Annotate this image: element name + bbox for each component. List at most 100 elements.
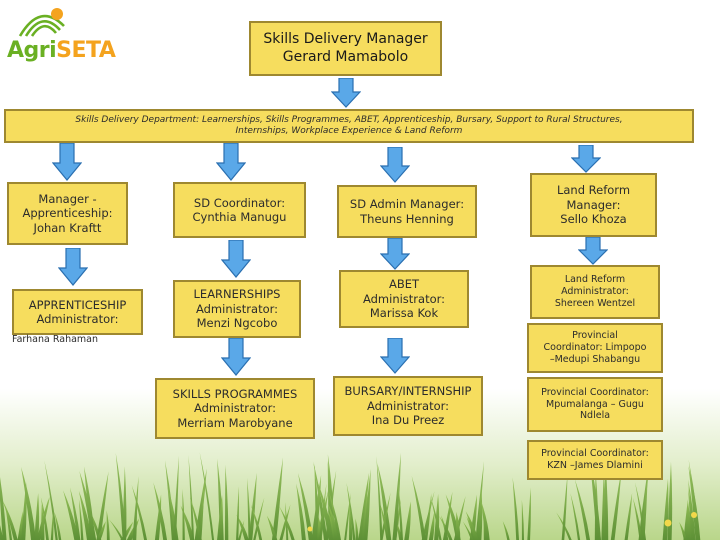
- mpumalanga-line-3: Ndlela: [579, 410, 611, 422]
- grass-blade: [574, 479, 591, 540]
- abet-admin-box: ABET Administrator: Marissa Kok: [339, 270, 469, 328]
- grass-blade: [380, 492, 391, 540]
- grass-blade: [182, 488, 185, 540]
- grass-blade: [108, 519, 124, 540]
- apprenticeship-manager-box: Manager - Apprenticeship: Johan Kraftt: [7, 182, 128, 245]
- grass-blade: [344, 492, 351, 540]
- grass-blade: [570, 493, 581, 540]
- land-reform-manager-line-3: Sello Khoza: [560, 212, 627, 227]
- agriseta-logo: AgriSETA: [4, 4, 116, 64]
- arrow-down-icon-col1-a: [52, 143, 82, 181]
- grass-blade: [377, 463, 392, 540]
- grass-blade: [224, 464, 229, 540]
- grass-blade: [455, 511, 461, 540]
- grass-blade: [296, 483, 306, 540]
- grass-blade: [236, 486, 239, 540]
- grass-blade: [481, 501, 490, 540]
- grass-blade: [392, 452, 402, 540]
- grass-blade: [476, 487, 483, 540]
- learnerships-admin-box: LEARNERSHIPS Administrator: Menzi Ngcobo: [173, 280, 301, 338]
- grass-blade: [272, 457, 284, 540]
- grass-blade: [44, 460, 58, 540]
- limpopo-line-3: –Medupi Shabangu: [549, 353, 641, 365]
- grass-blade: [131, 485, 148, 540]
- grass-blade: [349, 504, 353, 540]
- grass-blade: [106, 510, 110, 540]
- grass-blade: [404, 501, 411, 540]
- head-name: Gerard Mamabolo: [282, 48, 409, 65]
- grass-blade: [319, 483, 327, 540]
- skills-programmes-line-2: Administrator:: [193, 401, 277, 416]
- grass-blade: [250, 504, 263, 540]
- apprenticeship-manager-line-1: Manager -: [38, 191, 97, 206]
- grass-blade: [683, 500, 689, 540]
- head-title: Skills Delivery Manager: [263, 31, 428, 47]
- grass-blade: [328, 504, 340, 540]
- skills-programmes-admin-box: SKILLS PROGRAMMES Administrator: Merriam…: [155, 378, 315, 439]
- grass-blade: [376, 455, 383, 540]
- grass-blade: [253, 497, 265, 540]
- department-line-2: Internships, Workplace Experience & Land…: [235, 126, 463, 136]
- grass-blade: [132, 475, 139, 540]
- learnerships-admin-line-2: Administrator:: [195, 301, 279, 316]
- mpumalanga-line-1: Provincial Coordinator:: [541, 386, 649, 398]
- land-reform-manager-line-1: Land Reform: [556, 183, 631, 198]
- arrow-down-icon-col3-c: [380, 338, 410, 374]
- grass-blade: [297, 472, 314, 540]
- grass-blade: [601, 469, 606, 540]
- grass-blade: [428, 511, 435, 540]
- sd-admin-manager-line-1: SD Admin Manager:: [349, 197, 465, 212]
- grass-blade: [358, 472, 370, 540]
- grass-blade: [318, 483, 334, 540]
- grass-blade: [5, 504, 13, 540]
- land-reform-manager-line-2: Manager:: [566, 197, 621, 212]
- grass-blade: [247, 477, 251, 540]
- limpopo-line-2: Coordinator: Limpopo: [543, 342, 647, 354]
- grass-blade: [363, 468, 371, 540]
- arrow-down-icon-col2-b: [221, 240, 251, 278]
- grass-blade: [236, 514, 249, 540]
- grass-blade: [632, 497, 643, 540]
- arrow-down-icon-col3-a: [380, 147, 410, 183]
- grass-blade: [122, 466, 127, 540]
- bursary-admin-line-2: Administrator:: [366, 398, 450, 413]
- sd-coordinator-line-1: SD Coordinator:: [193, 195, 286, 210]
- grass-blade: [512, 477, 520, 540]
- grass-blade: [328, 491, 341, 540]
- grass-blade: [153, 482, 168, 540]
- grass-blade: [189, 497, 202, 540]
- arrow-down-icon-col2-c: [221, 338, 251, 376]
- grass-blade: [34, 493, 40, 540]
- grass-blade: [79, 471, 97, 540]
- apprenticeship-admin-line-1: APPRENTICESHIP: [28, 297, 127, 312]
- sd-admin-manager-box: SD Admin Manager: Theuns Henning: [337, 185, 477, 238]
- grass-blade: [50, 510, 54, 540]
- grass-blade: [248, 472, 257, 540]
- grass-blade: [199, 452, 215, 540]
- grass-blade: [379, 502, 390, 540]
- grass-blade: [40, 504, 45, 540]
- grass-blade: [475, 461, 485, 540]
- land-reform-manager-box: Land Reform Manager: Sello Khoza: [530, 173, 657, 237]
- grass-blade: [279, 504, 291, 540]
- grass-blade: [679, 521, 687, 540]
- logo-emblem-icon: [18, 8, 65, 37]
- abet-admin-line-2: Administrator:: [362, 291, 446, 306]
- skills-delivery-manager-box: Skills Delivery Manager Gerard Mamabolo: [249, 21, 442, 76]
- arrow-down-icon-col3-b: [380, 238, 410, 270]
- land-reform-admin-line-3: Shereen Wentzel: [554, 297, 636, 309]
- grass-blade: [355, 518, 359, 540]
- grass-blade: [63, 490, 79, 540]
- department-line-1: Skills Delivery Department: Learnerships…: [75, 114, 623, 125]
- grass-blade: [21, 466, 37, 540]
- logo-text-seta: SETA: [56, 38, 116, 63]
- abet-admin-line-3: Marissa Kok: [369, 306, 439, 321]
- arrow-down-icon-col1-b: [58, 248, 88, 286]
- limpopo-line-1: Provincial: [572, 330, 618, 342]
- mpumalanga-line-2: Mpumalanga – Gugu: [546, 398, 644, 410]
- grass-blade: [96, 471, 109, 540]
- apprenticeship-manager-line-2: Apprenticeship:: [22, 206, 113, 221]
- logo-text-agri: Agri: [7, 38, 57, 63]
- grass-blade: [421, 491, 435, 540]
